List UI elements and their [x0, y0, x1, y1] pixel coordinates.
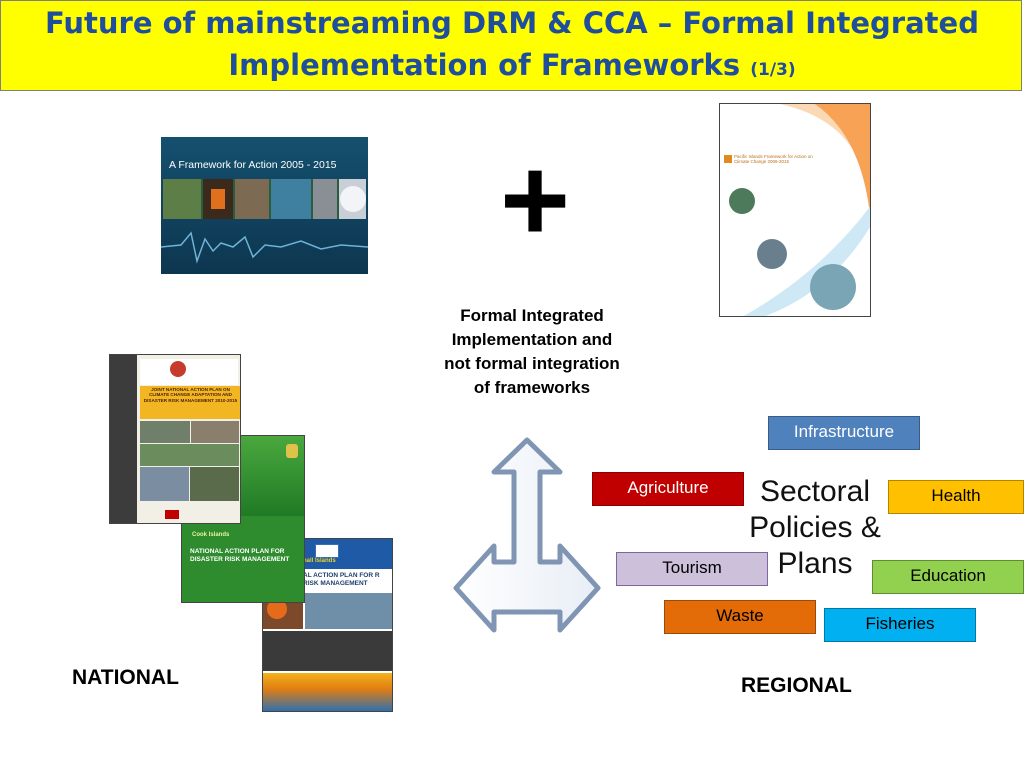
climate-cover-title: Pacific Islands Framework for Action on … — [734, 154, 813, 164]
sectoral-line-2: Policies & — [749, 511, 881, 544]
framework-cover-title: A Framework for Action 2005 - 2015 — [169, 159, 337, 171]
caption-line-1: Formal Integrated — [460, 306, 604, 325]
framework-cover-graphic — [161, 179, 368, 264]
cook-cover-top: Cook Islands — [192, 532, 230, 538]
sector-health: Health — [888, 480, 1024, 514]
sectoral-line-1: Sectoral — [759, 475, 871, 508]
sector-tourism: Tourism — [616, 552, 768, 586]
framework-for-action-cover: A Framework for Action 2005 - 2015 — [161, 137, 368, 274]
climate-change-framework-cover: Pacific Islands Framework for Action on … — [719, 103, 871, 317]
caption-line-4: of frameworks — [473, 378, 591, 397]
sector-waste: Waste — [664, 600, 816, 634]
center-caption: Formal Integrated Implementation and not… — [415, 304, 649, 400]
title-bar — [0, 0, 1022, 91]
sectoral-policies-text: Sectoral Policies & Plans — [735, 474, 895, 582]
title-line-2: Implementation of Frameworks (1/3) — [10, 44, 1014, 91]
cook-cover-title: NATIONAL ACTION PLAN FOR DISASTER RISK M… — [190, 548, 290, 563]
sector-infrastructure: Infrastructure — [768, 416, 920, 450]
page-indicator: (1/3) — [750, 60, 796, 80]
climate-cover-graphic — [724, 104, 870, 316]
sector-agriculture: Agriculture — [592, 472, 744, 506]
caption-line-3: not formal integration — [444, 354, 620, 373]
caption-line-2: Implementation and — [451, 330, 613, 349]
double-arrow-icon — [453, 437, 601, 633]
slide-title: Future of mainstreaming DRM & CCA – Form… — [10, 2, 1014, 91]
sector-education: Education — [872, 560, 1024, 594]
regional-label: REGIONAL — [741, 674, 852, 697]
plus-symbol: + — [499, 133, 571, 267]
tonga-cover-title: JOINT NATIONAL ACTION PLAN ON CLIMATE CH… — [143, 387, 238, 403]
tonga-action-plan-cover: JOINT NATIONAL ACTION PLAN ON CLIMATE CH… — [109, 354, 241, 524]
sector-fisheries: Fisheries — [824, 608, 976, 642]
title-line-2-text: Implementation of Frameworks — [228, 48, 741, 82]
marshall-cover-title: AL ACTION PLAN FOR R RISK MANAGEMENT — [303, 572, 380, 587]
title-line-1: Future of mainstreaming DRM & CCA – Form… — [45, 6, 979, 40]
marshall-islands-action-plan-cover: of the Marshall Islands AL ACTION PLAN F… — [262, 538, 393, 712]
sectoral-line-3: Plans — [777, 547, 853, 580]
national-label: NATIONAL — [72, 666, 179, 689]
